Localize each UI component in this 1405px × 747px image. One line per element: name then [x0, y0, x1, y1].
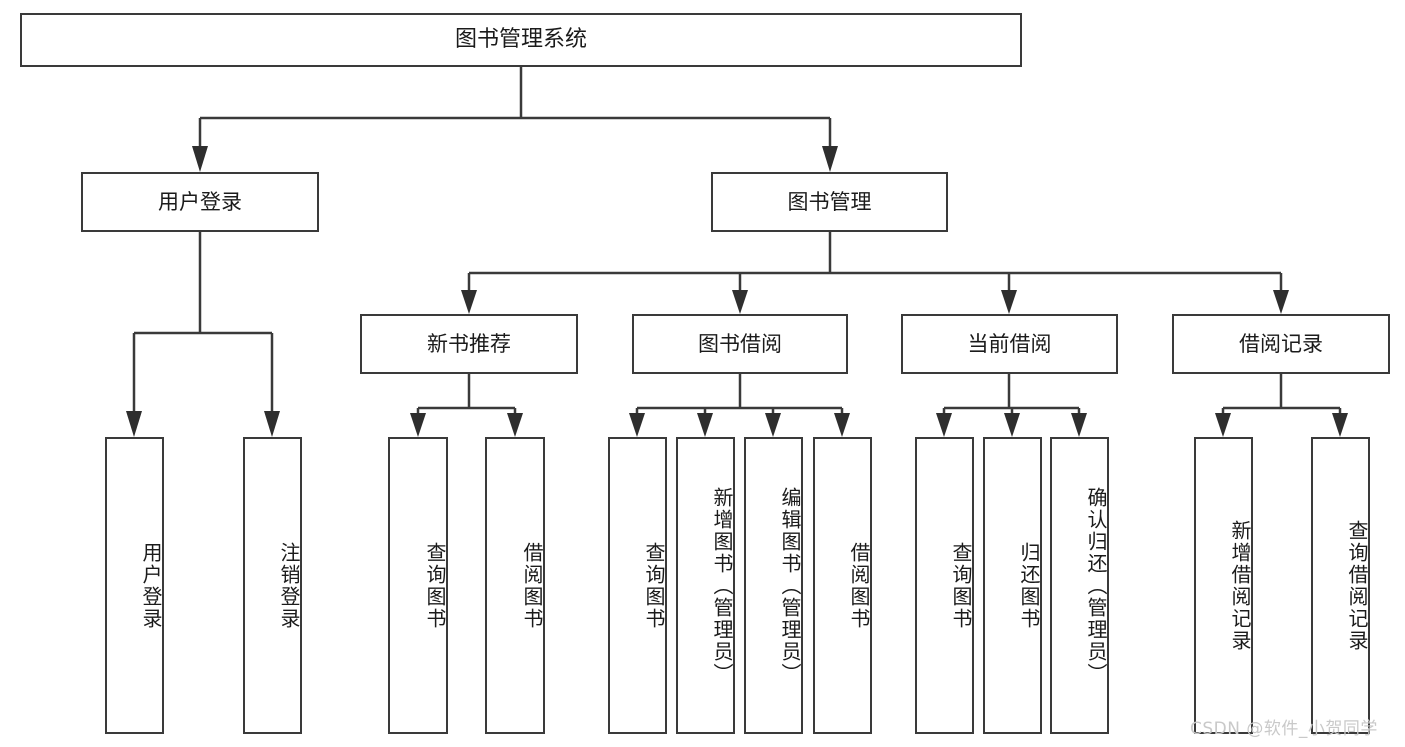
leaf-add-borrow-record-label: 新增借阅记录	[1228, 519, 1252, 652]
leaf-query-book-recommend-label: 查询图书	[423, 541, 447, 630]
node-user-login-label: 用户登录	[158, 189, 242, 214]
node-book-management[interactable]: 图书管理	[711, 172, 948, 232]
leaf-query-borrow-record[interactable]: 查询借阅记录	[1311, 437, 1370, 734]
leaf-add-book-admin-label: 新增图书（管理员）	[710, 486, 734, 685]
leaf-user-login-label: 用户登录	[139, 541, 163, 630]
leaf-confirm-return-admin[interactable]: 确认归还（管理员）	[1050, 437, 1109, 734]
leaf-return-book[interactable]: 归还图书	[983, 437, 1042, 734]
node-user-login[interactable]: 用户登录	[81, 172, 319, 232]
leaf-query-book-borrow-label: 查询图书	[642, 541, 666, 630]
leaf-add-borrow-record[interactable]: 新增借阅记录	[1194, 437, 1253, 734]
node-root-label: 图书管理系统	[454, 27, 587, 53]
leaf-query-book-borrow[interactable]: 查询图书	[608, 437, 667, 734]
node-borrow-record-label: 借阅记录	[1239, 331, 1323, 356]
node-book-borrow[interactable]: 图书借阅	[632, 314, 848, 374]
leaf-logout[interactable]: 注销登录	[243, 437, 302, 734]
leaf-edit-book-admin-label: 编辑图书（管理员）	[778, 486, 802, 685]
node-borrow-record[interactable]: 借阅记录	[1172, 314, 1390, 374]
leaf-edit-book-admin[interactable]: 编辑图书（管理员）	[744, 437, 803, 734]
node-new-book-recommend-label: 新书推荐	[427, 331, 511, 356]
node-root[interactable]: 图书管理系统	[20, 13, 1022, 67]
leaf-borrow-book[interactable]: 借阅图书	[813, 437, 872, 734]
leaf-borrow-book-recommend-label: 借阅图书	[520, 541, 544, 630]
leaf-query-book-current-label: 查询图书	[949, 541, 973, 630]
leaf-query-book-current[interactable]: 查询图书	[915, 437, 974, 734]
leaf-logout-label: 注销登录	[277, 541, 301, 630]
leaf-user-login[interactable]: 用户登录	[105, 437, 164, 734]
leaf-confirm-return-admin-label: 确认归还（管理员）	[1084, 486, 1108, 685]
csdn-watermark: CSDN @软件_小贺同学	[1190, 719, 1378, 739]
node-book-borrow-label: 图书借阅	[698, 331, 782, 356]
leaf-query-borrow-record-label: 查询借阅记录	[1345, 519, 1369, 652]
node-book-management-label: 图书管理	[787, 189, 872, 214]
leaf-query-book-recommend[interactable]: 查询图书	[388, 437, 448, 734]
leaf-borrow-book-label: 借阅图书	[847, 541, 871, 630]
leaf-add-book-admin[interactable]: 新增图书（管理员）	[676, 437, 735, 734]
leaf-borrow-book-recommend[interactable]: 借阅图书	[485, 437, 545, 734]
leaf-return-book-label: 归还图书	[1017, 541, 1041, 630]
node-current-borrow-label: 当前借阅	[967, 331, 1052, 356]
node-current-borrow[interactable]: 当前借阅	[901, 314, 1118, 374]
node-new-book-recommend[interactable]: 新书推荐	[360, 314, 578, 374]
